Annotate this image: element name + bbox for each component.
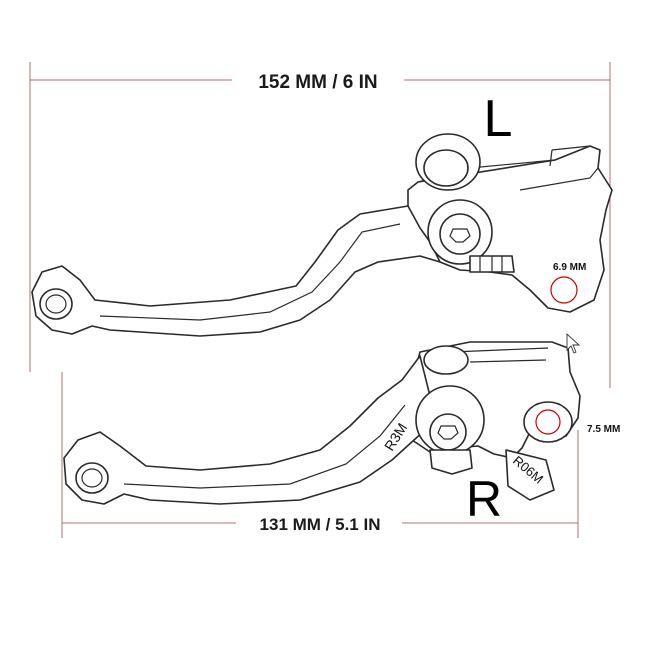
mouse-cursor-icon bbox=[566, 332, 581, 354]
right-lever-drawing: 7.5 MM R3M R06M bbox=[63, 341, 620, 505]
left-lever-label: L bbox=[484, 90, 513, 148]
right-perch-tab: R06M bbox=[505, 449, 555, 501]
left-hole-dimension-label: 6.9 MM bbox=[553, 262, 586, 273]
right-hole-dimension-label: 7.5 MM bbox=[587, 424, 620, 435]
left-lever-end-hole bbox=[39, 288, 73, 320]
left-lever-pivot-bolt bbox=[439, 213, 481, 255]
right-lever-top-cap bbox=[423, 345, 469, 375]
right-lever-blade bbox=[63, 355, 437, 505]
top-dimension: 152 MM / 6 IN bbox=[29, 62, 611, 388]
right-hole-highlight bbox=[535, 409, 561, 435]
bottom-dimension: 131 MM / 5.1 IN bbox=[61, 372, 579, 538]
left-lever-blade bbox=[31, 205, 441, 337]
left-hole-highlight bbox=[550, 276, 578, 304]
left-lever-drawing: 6.9 MM bbox=[31, 133, 613, 337]
right-lever-adjuster bbox=[429, 449, 473, 475]
right-lever-pivot-bolt bbox=[429, 413, 467, 451]
right-lever-label: R bbox=[466, 471, 502, 527]
top-dimension-label: 152 MM / 6 IN bbox=[258, 72, 377, 93]
right-lever-end-hole bbox=[75, 462, 109, 494]
bottom-dimension-label: 131 MM / 5.1 IN bbox=[260, 515, 381, 534]
